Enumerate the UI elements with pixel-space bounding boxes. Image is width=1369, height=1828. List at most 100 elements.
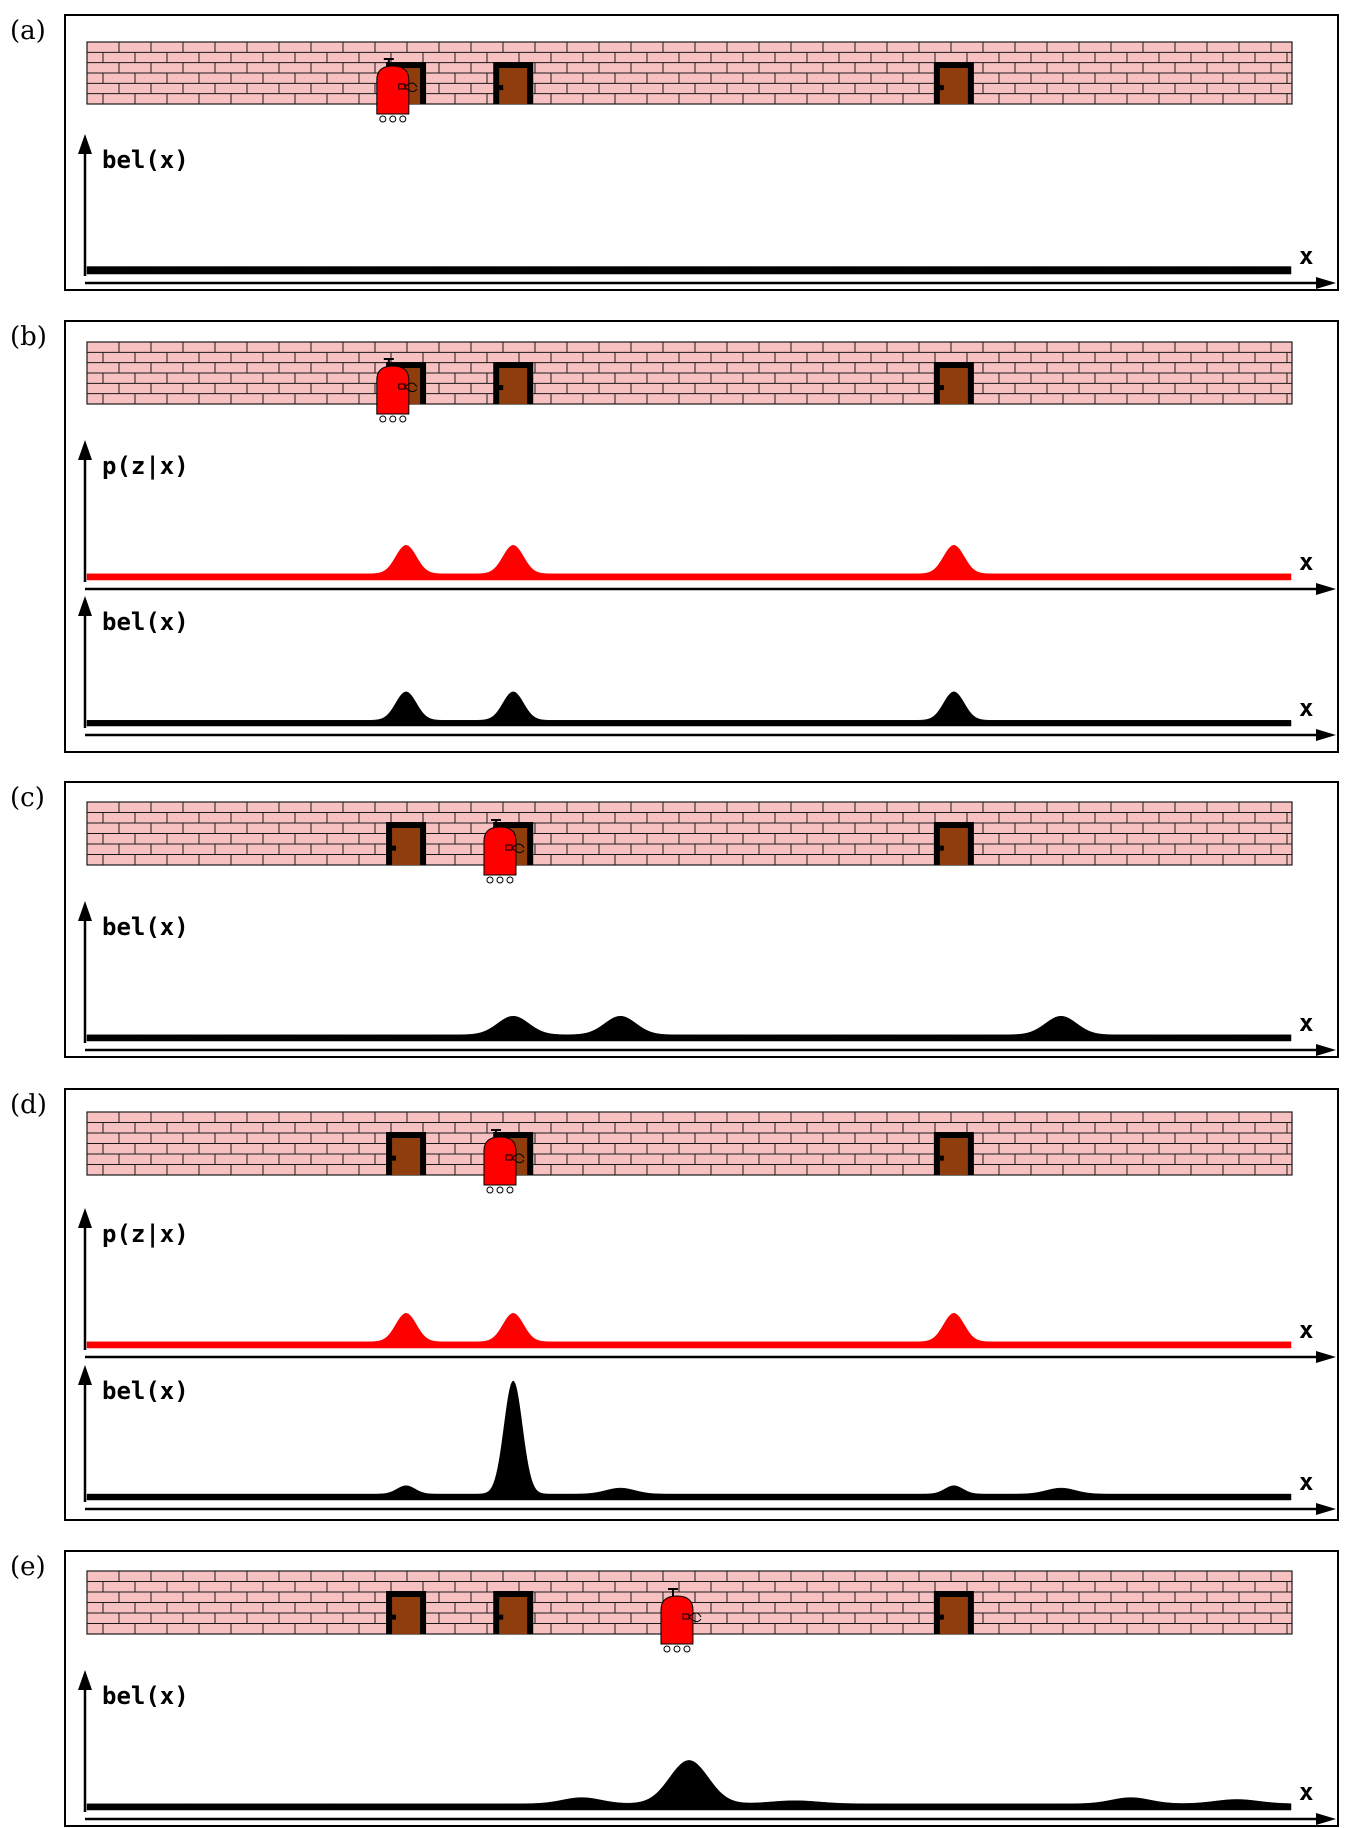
door-knob [937,845,944,851]
door-knob [937,1614,944,1620]
door-panel [939,1597,968,1634]
x-axis-arrow [1316,729,1336,741]
robot [376,58,418,123]
robot-body [483,826,517,876]
x-axis-arrow [1316,1351,1336,1363]
door [933,1591,974,1634]
x-axis-label: x [1299,242,1313,270]
robot-wheel [506,876,514,884]
robot-wheel [673,1645,681,1653]
robot-wheel [399,415,407,423]
belief-curve [86,1760,1292,1811]
door-knob [497,385,504,391]
robot [483,1129,525,1194]
brick-wall [86,801,1293,866]
brick-wall [86,341,1293,405]
door [386,1591,427,1634]
y-axis-arrow [78,1365,92,1385]
panel-svg: p(z|x) x bel(x) x [78,341,1336,741]
panel-box: bel(x)x [64,781,1339,1058]
x-axis-arrow [1316,1813,1336,1825]
robot [660,1588,702,1653]
door-knob [497,85,504,91]
door-knob [390,1155,397,1161]
door [493,1591,534,1634]
door [933,362,974,404]
door-panel [939,828,968,865]
door-knob [937,85,944,91]
door-panel [939,1138,968,1175]
y-axis-label: bel(x) [102,146,189,174]
robot-wheel [389,415,397,423]
robot-wheel [496,1186,504,1194]
robot-body [376,65,410,115]
y-axis-arrow [78,901,92,921]
robot-arm [404,82,418,93]
robot-arm [404,382,418,393]
panel-svg: bel(x) x [78,41,1336,289]
robot-wheel [379,115,387,123]
robot-wheel [663,1645,671,1653]
robot-wheel [379,415,387,423]
robot-wheel [486,1186,494,1194]
door [493,62,534,104]
measurement-curve [86,1313,1292,1349]
door-panel [939,68,968,104]
robot-arm [511,843,525,854]
measurement-curve [86,545,1292,581]
x-axis-label: x [1299,1468,1313,1496]
belief-curve [86,266,1292,275]
robot-arm [688,1612,702,1623]
panel-label: (a) [10,16,46,46]
door [933,62,974,104]
y-axis-label: p(z|x) [102,452,189,480]
robot-wheel [496,876,504,884]
x-axis-label: x [1299,548,1313,576]
x-axis-arrow [1316,1503,1336,1515]
y-axis-arrow [78,134,92,154]
panel-svg: bel(x) x [78,1570,1336,1825]
door-knob [937,385,944,391]
door [386,1132,427,1175]
door-knob [390,845,397,851]
plot-measurement: p(z|x)x [78,1208,1336,1363]
panel-box: bel(x) x [64,1550,1339,1827]
plot-belief: bel(x) x [78,596,1336,741]
plot-belief: bel(x) x [78,134,1336,289]
brick-wall [86,41,1293,105]
panel-label: (d) [10,1090,47,1120]
plot-belief: bel(x)x [78,1365,1336,1515]
y-axis-arrow [78,440,92,460]
y-axis-label: p(z|x) [102,1220,189,1248]
robot-wheel [683,1645,691,1653]
x-axis-label: x [1299,1009,1313,1037]
plot-belief: bel(x)x [78,901,1336,1056]
x-axis-arrow [1316,277,1336,289]
robot-body [660,1595,694,1645]
door-knob [390,1614,397,1620]
x-axis-label: x [1299,694,1313,722]
y-axis-label: bel(x) [102,1682,189,1710]
door-knob [497,1614,504,1620]
y-axis-arrow [78,1208,92,1228]
robot [376,358,418,423]
panel-label: (c) [10,783,45,813]
robot-wheel [486,876,494,884]
brick-wall [86,1111,1293,1176]
panel-svg: bel(x)x [78,801,1336,1056]
panel-label: (e) [10,1552,46,1582]
robot-body [376,365,410,415]
door [493,362,534,404]
robot [483,819,525,884]
x-axis-arrow [1316,1044,1336,1056]
robot-arm [511,1153,525,1164]
robot-wheel [389,115,397,123]
door-panel [392,828,421,865]
door-panel [499,368,528,404]
belief-curve [86,1015,1292,1042]
x-axis-label: x [1299,1778,1313,1806]
door-panel [392,1597,421,1634]
y-axis-label: bel(x) [102,608,189,636]
